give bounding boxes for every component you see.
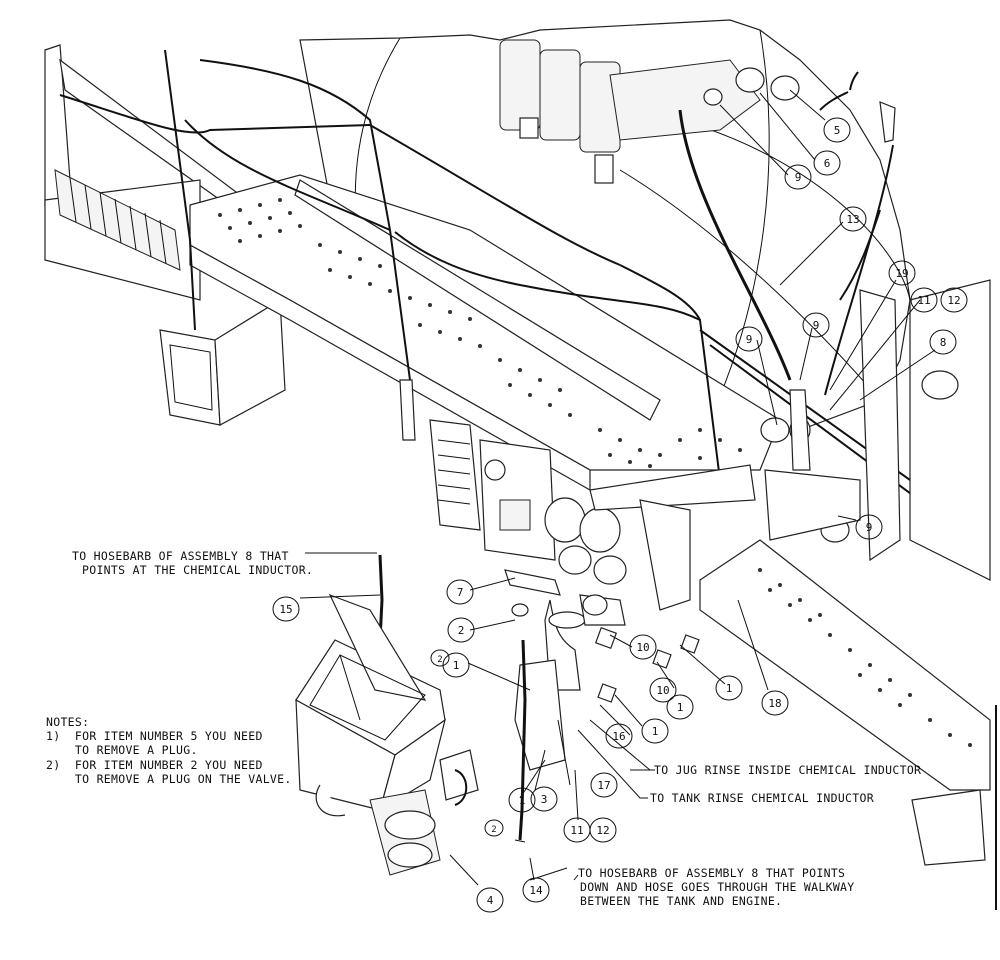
callout-1a: 1: [453, 659, 460, 672]
callout-17: 17: [597, 779, 610, 792]
callout-1e: 1: [519, 794, 526, 807]
right-walkway: [699, 539, 991, 791]
callout-9b: 9: [746, 333, 753, 346]
callout-8: 8: [940, 336, 947, 349]
callout-1b: 1: [726, 682, 733, 695]
callout-16: 16: [612, 730, 625, 743]
leader-lines: [299, 89, 936, 886]
callout-15: 15: [279, 603, 292, 616]
callout-18: 18: [768, 697, 781, 710]
bracket-3: [514, 659, 566, 771]
plug-5: [770, 75, 800, 101]
annotation-jug-rinse: TO JUG RINSE INSIDE CHEMICAL INDUCTOR: [654, 763, 922, 777]
annotation-hosebarb-down-3: BETWEEN THE TANK AND ENGINE.: [580, 894, 783, 908]
annotation-hosebarb-down-2: DOWN AND HOSE GOES THROUGH THE WALKWAY: [580, 880, 855, 894]
walkway-perforations: [218, 198, 742, 468]
callout-12a: 12: [947, 294, 960, 307]
callout-9d: 9: [866, 521, 873, 534]
elbow-fitting: [879, 101, 896, 143]
callout-11a: 11: [917, 294, 930, 307]
note-2-line-2: TO REMOVE A PLUG ON THE VALVE.: [46, 772, 292, 786]
callout-11b: 11: [570, 824, 583, 837]
callout-circles: [272, 117, 968, 913]
callout-14: 14: [529, 884, 543, 897]
valve-manifold-8: [760, 389, 861, 543]
right-post: [859, 289, 901, 562]
callout-9c: 9: [813, 319, 820, 332]
callout-5: 5: [834, 124, 841, 137]
note-ref-2b: 2: [491, 825, 496, 835]
fitting-6: [735, 67, 765, 93]
fitting-2: [511, 603, 529, 617]
chemical-inductor: [295, 593, 479, 876]
pump-assembly: [429, 419, 756, 691]
left-grating: [54, 169, 181, 271]
top-box-2: [539, 49, 581, 141]
annotation-hosebarb-inductor-1: TO HOSEBARB OF ASSEMBLY 8 THAT: [72, 549, 289, 563]
annotation-hosebarb-down-1: TO HOSEBARB OF ASSEMBLY 8 THAT POINTS: [578, 866, 846, 880]
callout-1c: 1: [677, 701, 684, 714]
callout-2: 2: [458, 624, 465, 637]
callout-12b: 12: [596, 824, 609, 837]
callout-6: 6: [824, 157, 831, 170]
callout-1d: 1: [652, 725, 659, 738]
notes-heading: NOTES:: [46, 715, 90, 729]
note-1-line-2: TO REMOVE A PLUG.: [46, 743, 198, 757]
callout-7: 7: [457, 586, 464, 599]
annotation-tank-rinse: TO TANK RINSE CHEMICAL INDUCTOR: [650, 791, 874, 805]
callout-13: 13: [846, 213, 859, 226]
note-ref-2a: 2: [437, 655, 442, 665]
callout-4: 4: [487, 894, 494, 907]
callout-9a: 9: [795, 171, 802, 184]
callout-3: 3: [541, 793, 548, 806]
callout-10a: 10: [636, 641, 649, 654]
note-2-line-1: 2) FOR ITEM NUMBER 2 YOU NEED: [46, 758, 263, 772]
callout-10b: 10: [656, 684, 669, 697]
note-1-line-1: 1) FOR ITEM NUMBER 5 YOU NEED: [46, 729, 263, 743]
hose-13: [678, 109, 792, 381]
top-box-1: [499, 39, 541, 131]
annotation-hosebarb-inductor-2: POINTS AT THE CHEMICAL INDUCTOR.: [82, 563, 314, 577]
callout-19: 19: [895, 267, 908, 280]
handrails: [59, 49, 981, 546]
step-box-right: [911, 789, 986, 866]
